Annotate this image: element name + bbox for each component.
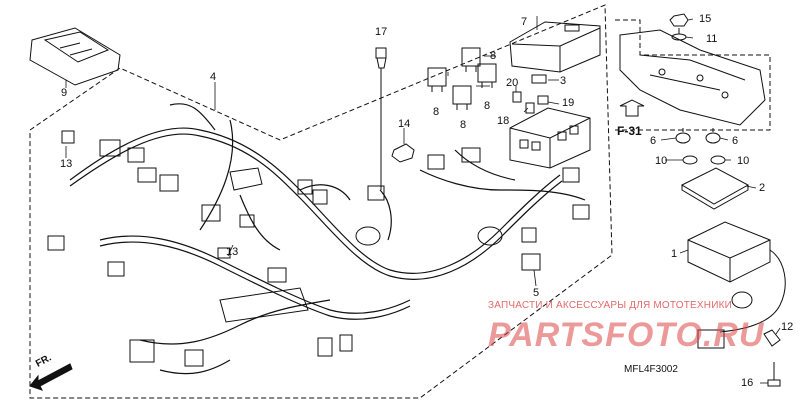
callout-9: 9 (61, 87, 67, 99)
harness-group-frame (29, 4, 613, 399)
harness-connectors (47, 130, 590, 367)
callout-6b: 6 (732, 135, 738, 147)
callout-13b: 13 (226, 246, 238, 258)
part-1-unit (687, 221, 786, 349)
harness-sleeves (219, 167, 503, 323)
callout-4: 4 (210, 71, 216, 83)
part-15-nut (669, 13, 689, 41)
part-17-grommet (375, 47, 387, 190)
callout-8d: 8 (460, 119, 466, 131)
small-fuses (512, 74, 549, 114)
f31-reference: F-31 (617, 124, 642, 138)
callout-17: 17 (375, 26, 387, 38)
detail-frame (615, 19, 771, 131)
front-arrow-icon (29, 363, 73, 391)
callout-8a: 8 (490, 50, 496, 62)
callout-15: 15 (699, 13, 711, 25)
diagram-code: MFL4F3002 (624, 364, 678, 375)
callout-5: 5 (533, 287, 539, 299)
f31-arrow-icon (619, 99, 645, 117)
part-2-plate (680, 167, 750, 210)
callout-7: 7 (521, 16, 527, 28)
leader-lines (65, 16, 781, 384)
grommets (675, 128, 726, 165)
part-8-relays (427, 47, 497, 110)
callout-18: 18 (497, 115, 509, 127)
callout-12: 12 (781, 321, 793, 333)
callout-8b: 8 (433, 106, 439, 118)
callout-3: 3 (560, 75, 566, 87)
bolt-12 (763, 329, 781, 347)
callout-20: 20 (506, 77, 518, 89)
bolt-16 (767, 362, 781, 387)
callout-6a: 6 (650, 135, 656, 147)
watermark-tagline: ЗАПЧАСТИ И АКСЕССУАРЫ ДЛЯ МОТОТЕХНИКИ (488, 300, 733, 311)
part-9-cover (29, 27, 121, 86)
callout-8c: 8 (484, 100, 490, 112)
callout-1: 1 (671, 248, 677, 260)
callout-16: 16 (741, 377, 753, 389)
part-7-fusebox-cover (509, 21, 601, 73)
callout-14: 14 (398, 118, 410, 130)
fuse-box (509, 107, 591, 169)
callout-2: 2 (759, 182, 765, 194)
detail-bracket (619, 29, 766, 126)
watermark-logo: PARTSFOTO.RU (488, 316, 765, 354)
callout-13a: 13 (60, 158, 72, 170)
callout-10b: 10 (737, 155, 749, 167)
callout-10a: 10 (655, 155, 667, 167)
callout-11: 11 (706, 33, 717, 45)
callout-19: 19 (562, 97, 574, 109)
part-14-connector (391, 143, 415, 163)
